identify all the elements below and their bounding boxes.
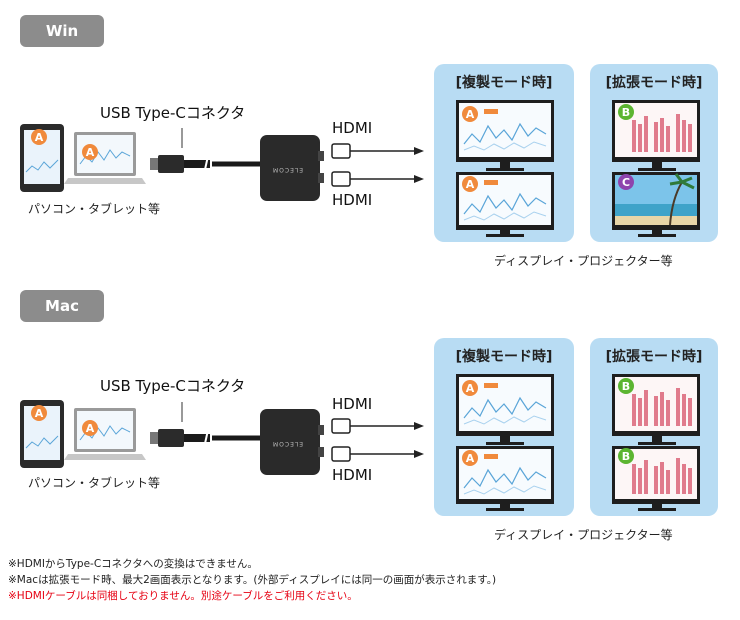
hdmi-arrows [331, 418, 424, 462]
devices-label: パソコン・タブレット等 [28, 202, 161, 216]
extend-mode-title: [拡張モード時] [605, 349, 703, 365]
note-line-3: ※HDMIケーブルは同梱しておりません。別途ケーブルをご利用ください。 [8, 590, 358, 602]
mirror-badge-top: A [462, 380, 478, 396]
os-badge-win: Win [20, 15, 104, 47]
note-line-1: ※HDMIからType-Cコネクタへの変換はできません。 [8, 558, 258, 570]
hdmi-plug-top [331, 143, 351, 159]
usb-connector-label: USB Type-Cコネクタ [100, 104, 246, 122]
os-badge-mac: Mac [20, 290, 104, 322]
source-devices-mac [20, 400, 146, 468]
monitors-win [456, 100, 700, 237]
extend-mode-title: [拡張モード時] [605, 75, 703, 91]
extend-badge-top: B [618, 378, 634, 394]
mirror-mode-title: [複製モード時] [455, 75, 553, 91]
extend-badge-bottom: C [618, 174, 634, 190]
source-badge-laptop: A [82, 420, 98, 436]
adapter-brand: ELECOM [272, 440, 304, 447]
adapter-box [260, 409, 324, 475]
display-label: ディスプレイ・プロジェクター等 [494, 254, 673, 268]
mirror-badge-top: A [462, 106, 478, 122]
source-devices-win [20, 124, 146, 192]
hdmi-label-top: HDMI [332, 395, 373, 413]
devices-label: パソコン・タブレット等 [28, 476, 161, 490]
hdmi-label-bottom: HDMI [332, 191, 373, 209]
usb-connector-label: USB Type-Cコネクタ [100, 377, 246, 395]
adapter-box [260, 135, 324, 201]
usb-cable [150, 402, 260, 449]
note-line-2: ※Macは拡張モード時、最大2画面表示となります。(外部ディスプレイには同一の画… [8, 574, 497, 586]
source-badge-tablet: A [31, 405, 47, 421]
hdmi-label-top: HDMI [332, 119, 373, 137]
monitors-mac [456, 374, 700, 511]
hdmi-plug-top [331, 418, 351, 434]
usb-cable [150, 128, 260, 175]
mirror-badge-bottom: A [462, 176, 478, 192]
source-badge-laptop: A [82, 144, 98, 160]
hdmi-plug-bottom [331, 171, 351, 187]
hdmi-arrows [331, 143, 424, 187]
extend-badge-top: B [618, 104, 634, 120]
hdmi-label-bottom: HDMI [332, 466, 373, 484]
mirror-badge-bottom: A [462, 450, 478, 466]
display-label: ディスプレイ・プロジェクター等 [494, 528, 673, 542]
hdmi-plug-bottom [331, 446, 351, 462]
extend-badge-bottom: B [618, 448, 634, 464]
mirror-mode-title: [複製モード時] [455, 349, 553, 365]
adapter-brand: ELECOM [272, 166, 304, 173]
source-badge-tablet: A [31, 129, 47, 145]
